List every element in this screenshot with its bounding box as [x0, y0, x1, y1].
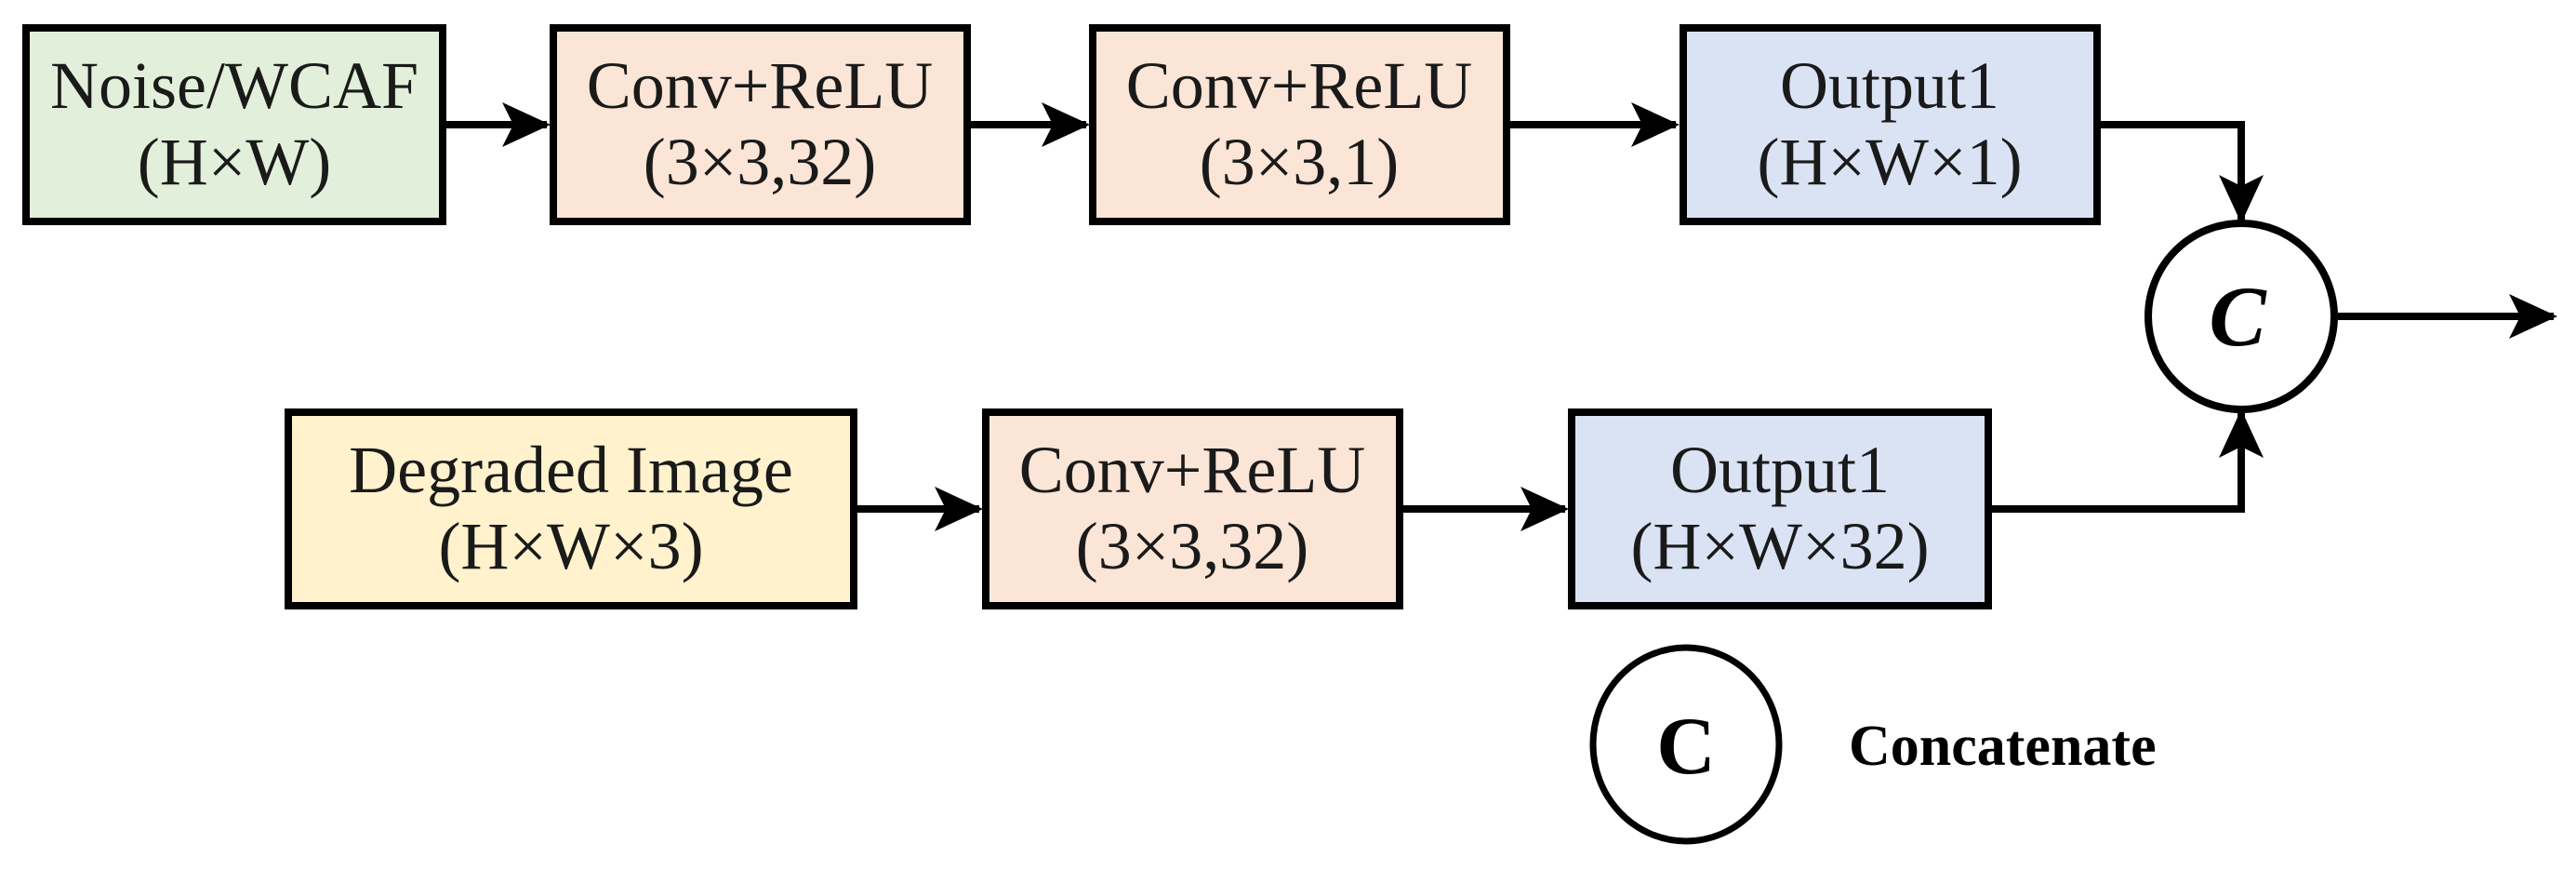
box-conv-relu-3-line1: Conv+ReLU: [1019, 433, 1366, 507]
legend-concatenate-label: Concatenate: [1849, 715, 2157, 778]
box-conv-relu-1-line2: (3×3,32): [644, 125, 877, 199]
legend-concatenate-symbol: C: [1656, 702, 1716, 792]
arrow-output1-bottom-to-concat: [1988, 409, 2264, 513]
legend-concatenate-circle: [1589, 644, 1783, 845]
concatenate-node-symbol: C: [2209, 269, 2267, 364]
box-conv-relu-2-line1: Conv+ReLU: [1126, 48, 1473, 123]
box-noise-wcaf: [22, 24, 446, 225]
box-conv-relu-3: [982, 408, 1403, 609]
box-conv-relu-1-line1: Conv+ReLU: [587, 48, 934, 123]
box-degraded-image-line2: (H×W×3): [438, 509, 703, 583]
box-noise-wcaf-line2: (H×W): [138, 125, 332, 199]
box-output1-top: [1680, 24, 2101, 225]
box-conv-relu-2-line2: (3×3,1): [1200, 125, 1400, 199]
box-output1-bottom: [1568, 408, 1992, 609]
box-noise-wcaf-line1: Noise/WCAF: [50, 48, 418, 123]
box-output1-bottom-line2: (H×W×32): [1630, 509, 1929, 583]
box-conv-relu-3-line2: (3×3,32): [1076, 509, 1309, 583]
box-degraded-image-line1: Degraded Image: [349, 433, 793, 507]
arrow-output1-top-to-concat: [2097, 121, 2264, 223]
box-conv-relu-2: [1089, 24, 1510, 225]
box-output1-bottom-line1: Output1: [1670, 433, 1890, 507]
box-degraded-image: [285, 408, 857, 609]
box-output1-top-line1: Output1: [1780, 48, 1999, 123]
box-output1-top-line2: (H×W×1): [1757, 125, 2022, 199]
box-conv-relu-1: [550, 24, 971, 225]
concatenate-node-circle: [2144, 220, 2338, 413]
